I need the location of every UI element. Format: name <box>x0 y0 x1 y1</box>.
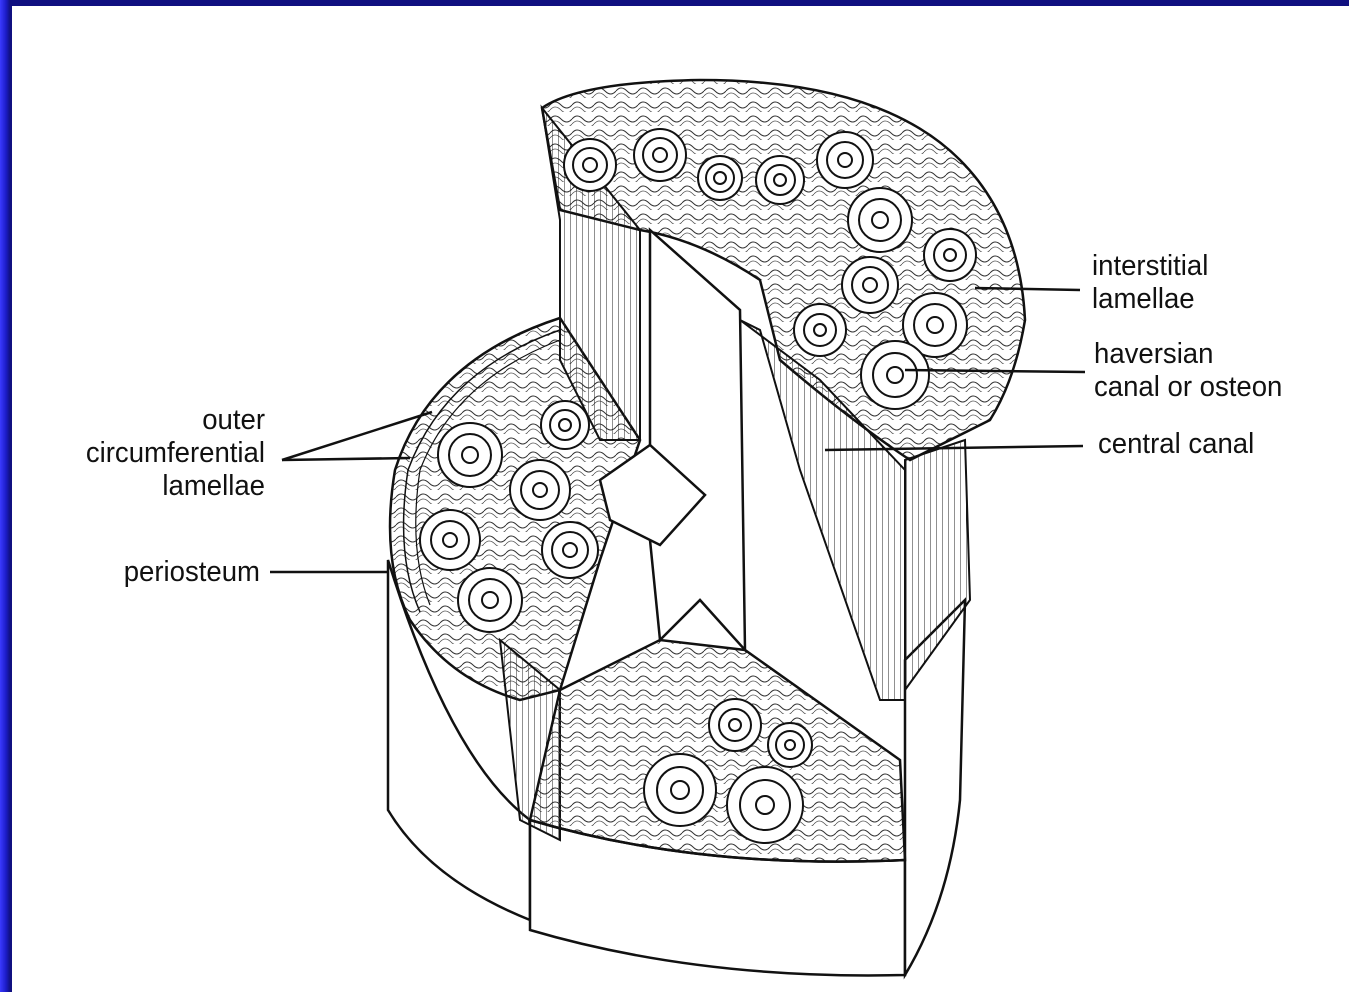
label-outer-circumferential-lamellae: outer circumferential lamellae <box>51 404 265 503</box>
label-interstitial-lamellae: interstitial lamellae <box>1092 250 1301 316</box>
label-central-canal: central canal <box>1098 428 1307 461</box>
lower-wedge <box>530 640 905 862</box>
medullary-cavity <box>650 230 745 650</box>
label-periosteum: periosteum <box>70 556 260 589</box>
label-haversian-canal: haversian canal or osteon <box>1094 338 1327 404</box>
